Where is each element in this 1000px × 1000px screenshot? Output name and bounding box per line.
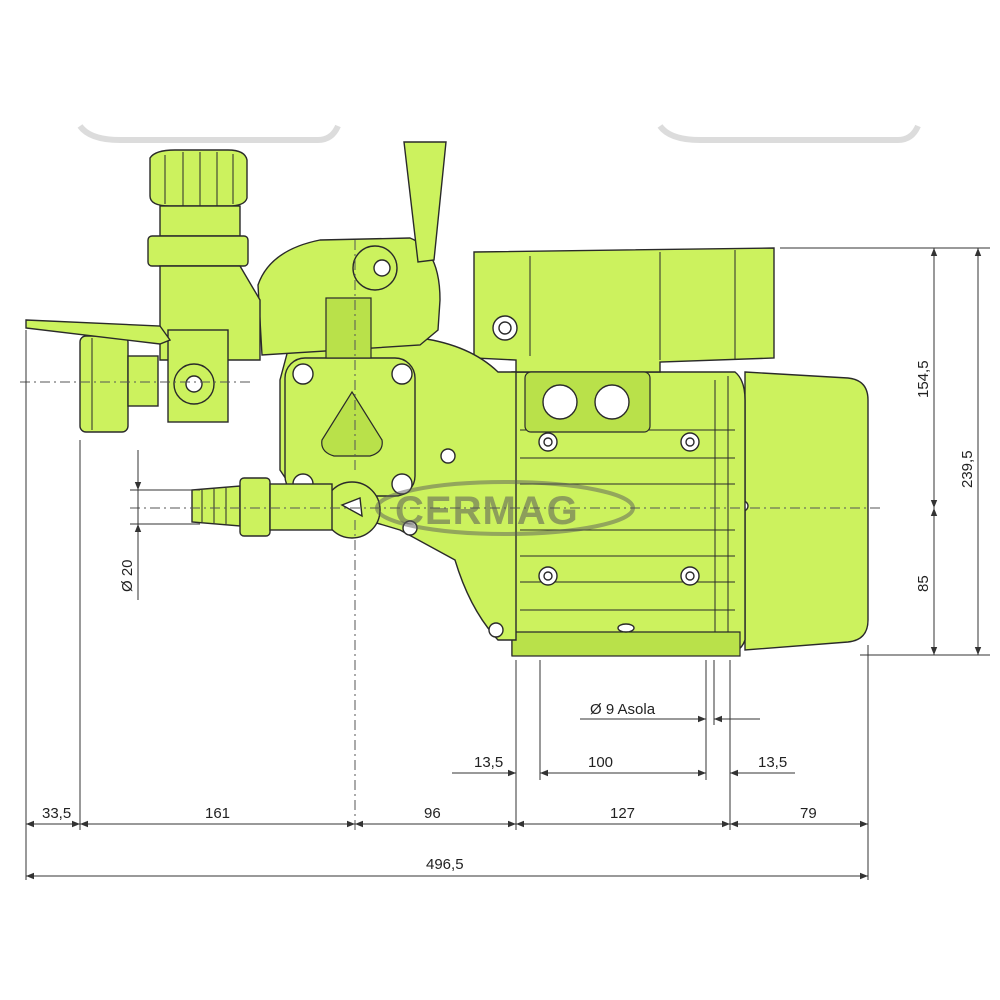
inlet-hose-barb: [191, 477, 333, 537]
dim-161: 161: [205, 805, 230, 822]
dim-85: 85: [915, 575, 932, 592]
header-decoration-left: [77, 124, 341, 143]
bypass-outlet: [25, 319, 172, 345]
dim-13-5-left: 13,5: [474, 754, 503, 771]
watermark-text: CERMAG: [395, 489, 579, 533]
header-decoration-right: [657, 124, 921, 143]
dim-239-5: 239,5: [959, 450, 976, 488]
dimension-labels: 33,5 161 96 127 79 496,5 13,5 100 13,5 Ø…: [42, 360, 976, 873]
dim-13-5-right: 13,5: [758, 754, 787, 771]
control-lever: [403, 141, 447, 263]
terminal-box: [473, 247, 775, 373]
dim-154-5: 154,5: [915, 360, 932, 398]
dim-496-5: 496,5: [426, 856, 464, 873]
motor-end-cover: [744, 371, 869, 651]
center-lines: [20, 240, 880, 830]
dim-33-5: 33,5: [42, 805, 71, 822]
brand-watermark: CERMAG: [375, 480, 635, 536]
pressure-gauge: [79, 335, 159, 433]
pump-illustration: [25, 141, 869, 657]
dim-inlet-diameter: Ø 20: [119, 559, 136, 592]
dimension-lines: [25, 247, 990, 880]
motor-base: [511, 631, 741, 657]
dim-100: 100: [588, 754, 613, 771]
dim-slot: Ø 9 Asola: [590, 701, 656, 718]
dim-127: 127: [610, 805, 635, 822]
pressure-regulator: [147, 149, 261, 423]
dim-79: 79: [800, 805, 817, 822]
dim-96: 96: [424, 805, 441, 822]
